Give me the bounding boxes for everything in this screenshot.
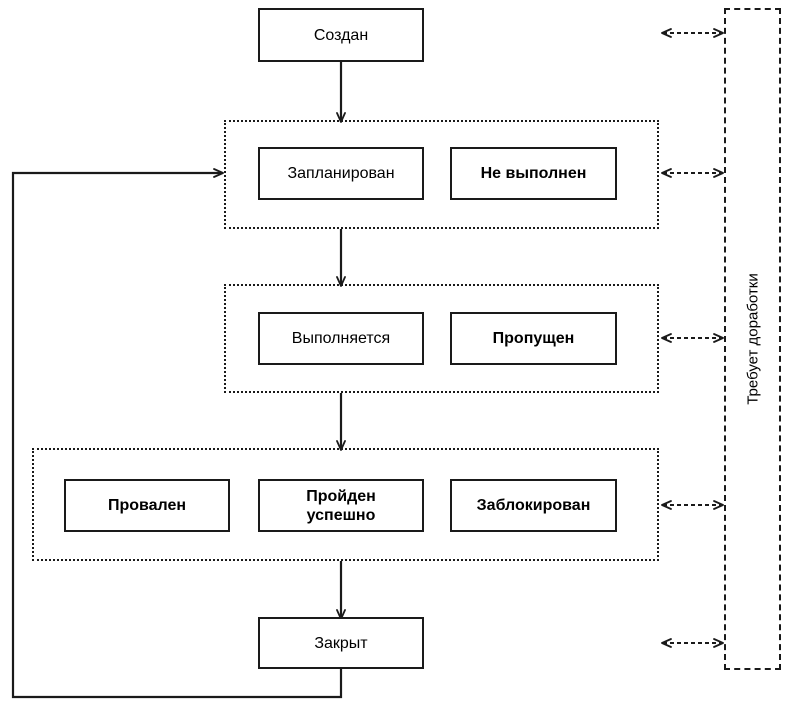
state-label-failed: Провален xyxy=(107,497,187,514)
state-label-blocked: Заблокирован xyxy=(476,497,591,514)
state-box-not-executed[interactable]: Не выполнен xyxy=(450,147,617,200)
state-box-skipped[interactable]: Пропущен xyxy=(450,312,617,365)
state-box-blocked[interactable]: Заблокирован xyxy=(450,479,617,532)
state-label-passed-line1: Пройден xyxy=(306,487,376,505)
state-box-passed[interactable]: Пройден успешно xyxy=(258,479,424,532)
state-label-created: Создан xyxy=(313,26,369,44)
state-box-failed[interactable]: Провален xyxy=(64,479,230,532)
rework-panel-label: Требует доработки xyxy=(744,273,761,405)
state-label-planned: Запланирован xyxy=(287,165,395,182)
state-box-planned[interactable]: Запланирован xyxy=(258,147,424,200)
state-box-created[interactable]: Создан xyxy=(258,8,424,62)
state-label-not-executed: Не выполнен xyxy=(480,165,587,182)
state-label-passed: Пройден успешно xyxy=(306,487,376,525)
rework-panel: Требует доработки xyxy=(724,8,781,670)
state-box-in-progress[interactable]: Выполняется xyxy=(258,312,424,365)
state-box-closed[interactable]: Закрыт xyxy=(258,617,424,669)
state-label-closed: Закрыт xyxy=(314,634,368,652)
state-label-in-progress: Выполняется xyxy=(291,330,391,347)
state-label-passed-line2: успешно xyxy=(306,506,376,524)
state-label-skipped: Пропущен xyxy=(492,330,575,347)
